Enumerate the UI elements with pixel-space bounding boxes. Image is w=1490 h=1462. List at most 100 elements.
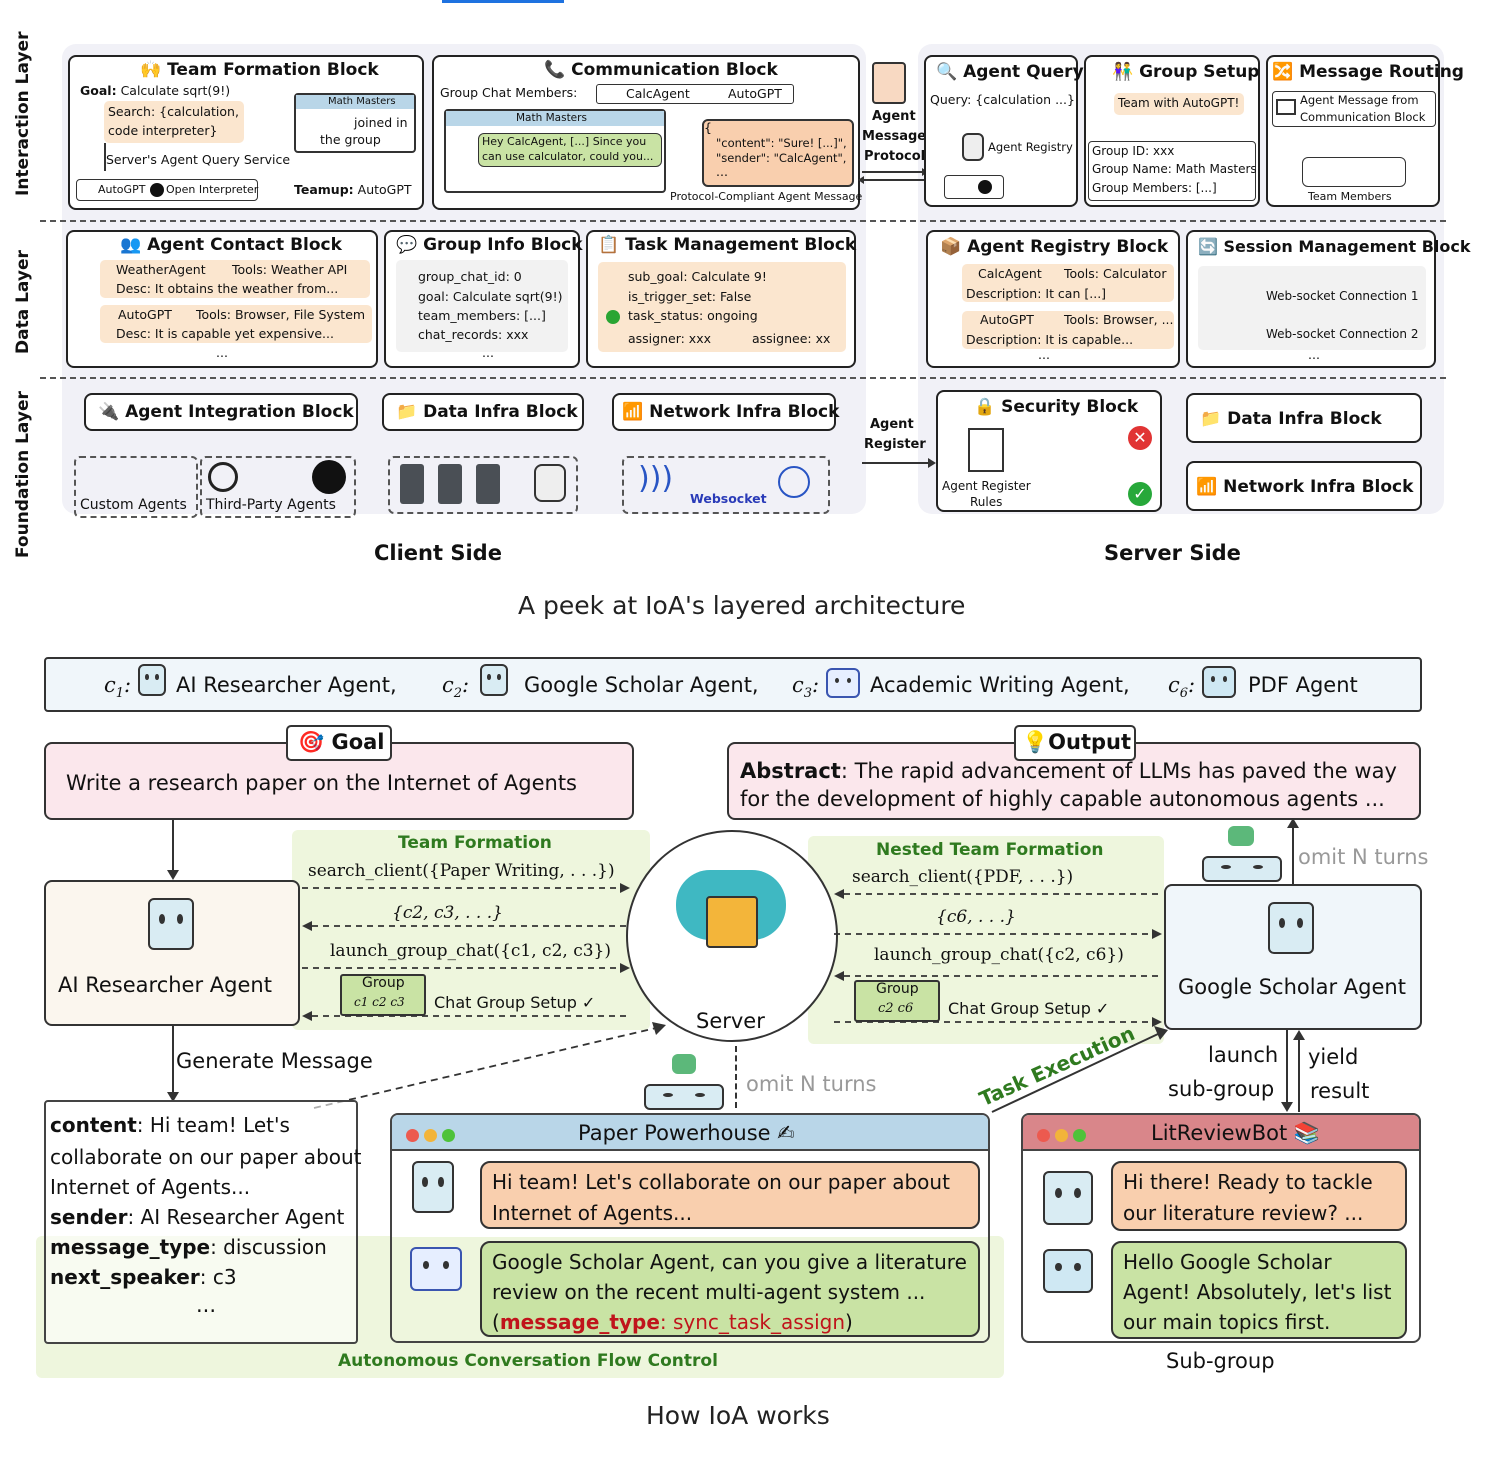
contact-r2c: Desc: It is capable yet expensive... xyxy=(116,326,334,341)
routing-msg-card xyxy=(1272,91,1436,127)
contact-r1c: Desc: It obtains the weather from... xyxy=(116,281,339,296)
agent-register-arrow xyxy=(862,458,936,468)
message-to-server-arrow xyxy=(313,1022,666,1109)
nested-title: Nested Team Formation xyxy=(876,840,1104,860)
server-side-label: Server Side xyxy=(1104,541,1241,565)
refresh-icon: 🔄 xyxy=(1198,237,1218,256)
bubble-icon-mid xyxy=(672,1054,696,1074)
communication-title: 📞 Communication Block xyxy=(544,60,778,80)
registry-more: ... xyxy=(1038,347,1050,362)
layer-label-data: Data Layer xyxy=(13,250,33,354)
reject-icon: ✕ xyxy=(1128,426,1152,450)
folder-icon: 📁 xyxy=(396,402,418,422)
litreview-window-controls[interactable] xyxy=(1037,1127,1091,1146)
yield-line2: result xyxy=(1310,1079,1370,1103)
omit-right: omit N turns xyxy=(1298,845,1429,869)
arrow-down-query xyxy=(104,143,106,171)
query-service: Server's Agent Query Service xyxy=(106,152,291,167)
group-info-block: 💬 Group Info Block group_chat_id: 0 goal… xyxy=(384,230,583,368)
powerhouse-m2: Google Scholar Agent, can you give a lit… xyxy=(492,1250,967,1274)
window-controls[interactable] xyxy=(406,1127,460,1146)
academic-writing-icon xyxy=(826,668,860,698)
task-l4a: assigner: xxx xyxy=(628,331,712,346)
litreview-titlebar xyxy=(1023,1115,1419,1151)
chat-msg-line2: can use calculator, could you... xyxy=(482,150,654,163)
group-info-title: 💬 Group Info Block xyxy=(396,235,583,255)
third-party-label: Third-Party Agents xyxy=(206,497,336,513)
network-infra-client-title: 📶 Network Infra Block xyxy=(622,402,840,422)
group-robots-right xyxy=(1202,856,1282,882)
msg-more: ... xyxy=(196,1293,217,1317)
communication-block: 📞 Communication Block Group Chat Members… xyxy=(432,55,862,210)
contact-row-2 xyxy=(100,305,372,343)
launch-sub-line1: launch xyxy=(1208,1043,1279,1067)
server-stack-icon xyxy=(706,896,758,948)
contact-r2a: AutoGPT xyxy=(118,307,172,322)
group-info-card xyxy=(1088,141,1256,201)
open-interpreter-label: Open Interpreter xyxy=(166,183,259,196)
message-routing-title: 🔀 Message Routing xyxy=(1272,62,1464,82)
joined-line1: joined in xyxy=(354,115,408,130)
agent-registry-label: Agent Registry xyxy=(988,140,1073,154)
top-link-underline[interactable] xyxy=(442,0,564,3)
nested-group-card xyxy=(854,980,940,1022)
chat-window-title: Math Masters xyxy=(516,112,587,124)
database-icon xyxy=(962,133,984,161)
session-card-bg xyxy=(1198,266,1426,350)
nested-launch: launch_group_chat({c2, c6}) xyxy=(874,945,1124,965)
wifi-icon: ))) xyxy=(638,461,674,496)
task-l3: task_status: ongoing xyxy=(628,308,758,323)
litreview-pdf-avatar xyxy=(1043,1249,1093,1293)
websocket-label: Websocket xyxy=(690,491,767,506)
chat-bubble xyxy=(478,133,662,167)
powerhouse-m2c: (message_type: sync_task_assign) xyxy=(492,1310,853,1334)
math-masters-card: Math Masters joined in the group xyxy=(294,93,416,153)
flow-control-label: Autonomous Conversation Flow Control xyxy=(338,1351,718,1371)
msg-sender: sender: AI Researcher Agent xyxy=(50,1205,345,1229)
server-rack-icon-1 xyxy=(400,464,424,504)
agent-registry-block: 📦 Agent Registry Block CalcAgent Tools: … xyxy=(926,230,1180,368)
member-autogpt: AutoGPT xyxy=(728,86,782,101)
powerhouse-title: Paper Powerhouse ✍ xyxy=(578,1121,795,1145)
black-circle-icon xyxy=(312,460,346,494)
search-line2: code interpreter} xyxy=(108,123,218,138)
ai-researcher-avatar xyxy=(148,898,194,950)
data-infra-server-block: 📁 Data Infra Block xyxy=(1186,393,1422,443)
registry-r2c: Description: It is capable... xyxy=(966,332,1134,347)
team-formation-block: 🙌 Team Formation Block Goal: Calculate s… xyxy=(68,55,424,210)
protocol-line2: Message xyxy=(862,129,927,144)
json-line1: "content": "Sure! [...]", xyxy=(716,136,847,150)
agent-register-line2: Register xyxy=(864,437,926,452)
team-bubble xyxy=(1114,93,1244,115)
agent-integration-title: 🔌 Agent Integration Block xyxy=(98,402,354,422)
launch-sub-line2: sub-group xyxy=(1168,1077,1275,1101)
group-id: Group ID: xxx xyxy=(1092,144,1175,158)
tf-search: search_client({Paper Writing, . . .}) xyxy=(308,861,615,881)
globe-icon xyxy=(778,466,810,498)
figure1-caption: A peek at IoA's layered architecture xyxy=(518,591,966,620)
registry-r2b: Tools: Browser, ... xyxy=(1064,312,1174,327)
session-management-block: 🔄 Session Management Block Web-socket Co… xyxy=(1186,230,1471,368)
litreview-scholar-avatar xyxy=(1043,1171,1093,1225)
legend-a3: Academic Writing Agent, xyxy=(870,673,1130,697)
document-icon xyxy=(968,428,1004,472)
people-icon: 👫 xyxy=(1112,62,1134,82)
msg-content-line3: Internet of Agents... xyxy=(50,1175,251,1199)
output-up-arrow xyxy=(1292,826,1294,884)
group-robots-mid xyxy=(644,1084,724,1110)
nested-search: search_client({PDF, . . .}) xyxy=(852,867,1074,887)
powerhouse-writer-avatar xyxy=(410,1247,462,1291)
custom-agents-label: Custom Agents xyxy=(80,497,187,513)
agent-query-block: 🔍 Agent Query Query: {calculation ...} A… xyxy=(924,55,1084,207)
json-more: ... xyxy=(716,164,728,179)
custom-agents-group xyxy=(74,456,198,518)
registry-row-1 xyxy=(962,264,1174,302)
openai-logo-icon xyxy=(208,462,238,492)
litreview-m2c: our main topics first. xyxy=(1123,1310,1331,1334)
json-line2: "sender": "CalcAgent", xyxy=(716,151,847,165)
security-rules2: Rules xyxy=(970,495,1003,509)
registry-r1c: Description: It can [...] xyxy=(966,286,1107,301)
powerhouse-msg1 xyxy=(480,1161,980,1229)
group-setup-title: 👫 Group Setup xyxy=(1112,62,1260,82)
bubble-icon-right xyxy=(1228,826,1254,846)
